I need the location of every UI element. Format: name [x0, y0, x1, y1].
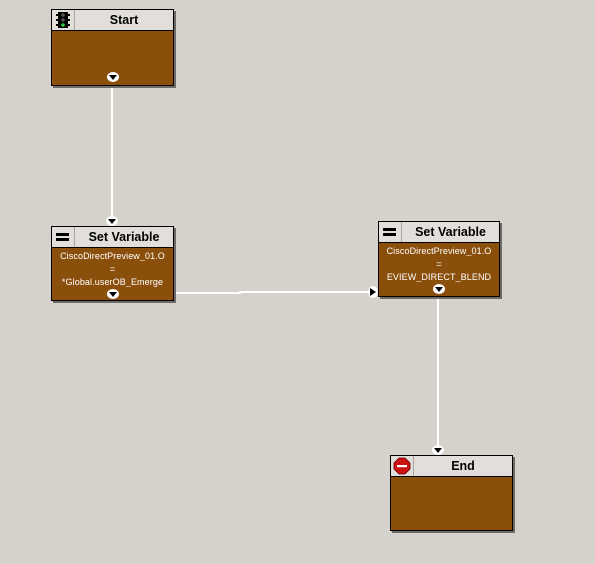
set-variable-node-2[interactable]: Set Variable CiscoDirectPreview_01.O = E…: [378, 221, 500, 297]
node-header: Set Variable: [52, 227, 173, 248]
start-node[interactable]: Start: [51, 9, 174, 86]
input-port-icon[interactable]: [367, 286, 379, 298]
input-port-icon[interactable]: [106, 216, 118, 226]
variable-value: *Global.userOB_Emerge: [61, 277, 164, 287]
end-node[interactable]: End: [390, 455, 513, 531]
node-title: End: [413, 456, 512, 476]
traffic-light-icon: [54, 11, 72, 29]
equals-icon: [54, 228, 72, 246]
variable-name: CiscoDirectPreview_01.O: [386, 246, 492, 256]
assignment-operator: =: [109, 264, 116, 274]
node-header: Set Variable: [379, 222, 499, 243]
assignment-operator: =: [436, 259, 442, 269]
node-header: End: [391, 456, 512, 477]
node-header: Start: [52, 10, 173, 31]
node-title: Start: [74, 10, 173, 30]
node-title: Set Variable: [74, 227, 173, 247]
output-port-icon[interactable]: [107, 289, 119, 299]
output-port-icon[interactable]: [433, 284, 445, 294]
input-port-icon[interactable]: [432, 445, 444, 455]
set-variable-node-1[interactable]: Set Variable CiscoDirectPreview_01.O = *…: [51, 226, 174, 301]
variable-value: EVIEW_DIRECT_BLEND: [386, 272, 492, 282]
connector-setvar1-to-setvar2: [176, 291, 368, 294]
stop-sign-icon: [393, 457, 411, 475]
equals-icon: [381, 223, 399, 241]
node-title: Set Variable: [401, 222, 499, 242]
variable-name: CiscoDirectPreview_01.O: [60, 251, 165, 261]
output-port-icon[interactable]: [107, 72, 119, 82]
